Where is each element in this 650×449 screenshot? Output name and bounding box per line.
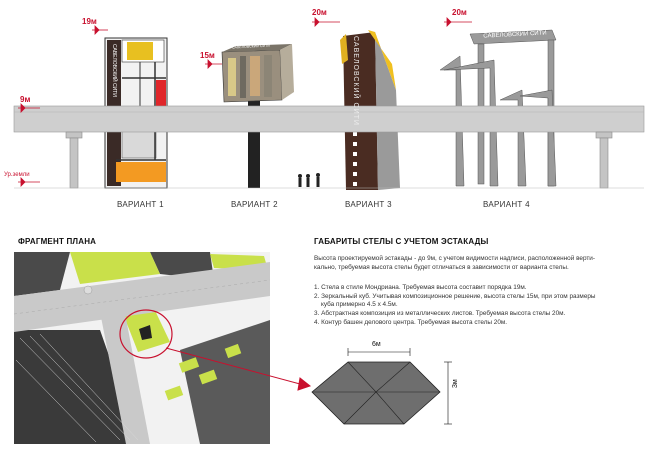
variant-caption-3: ВАРИАНТ 3 bbox=[345, 200, 392, 209]
height-label-20m-v4: 20м bbox=[452, 8, 467, 17]
overpass-piers bbox=[65, 131, 613, 189]
variant-3-sign-text: САВЕЛОВСКИЙ СИТИ bbox=[352, 36, 359, 126]
overpass-deck bbox=[13, 105, 645, 133]
list-item: 3. Абстрактная композиция из металлическ… bbox=[314, 310, 566, 317]
footprint-depth-label: 3м bbox=[452, 379, 459, 388]
variant-caption-2: ВАРИАНТ 2 bbox=[231, 200, 278, 209]
plan-pointer-arrow bbox=[165, 347, 312, 391]
variant-caption-1: ВАРИАНТ 1 bbox=[117, 200, 164, 209]
stele-footprint bbox=[311, 348, 452, 425]
variant-1-sign-text: САВЕЛОВСКИЙ СИТИ bbox=[111, 44, 117, 97]
list-item: 4. Контур башен делового центра. Требуем… bbox=[314, 319, 508, 326]
height-label-19m: 19м bbox=[82, 17, 97, 26]
footprint-width-label: 6м bbox=[372, 341, 381, 348]
list-item: куба примерно 4.5 х 4.5м. bbox=[321, 301, 398, 308]
people-silhouettes bbox=[298, 173, 320, 187]
intro-line-1: Высота проектируемой эстакады - до 9м, с… bbox=[314, 255, 595, 262]
info-title: ГАБАРИТЫ СТЕЛЫ С УЧЕТОМ ЭСТАКАДЫ bbox=[314, 237, 489, 246]
ground-level-label: Ур.земли bbox=[4, 172, 30, 178]
height-label-15m: 15м bbox=[200, 51, 215, 60]
height-label-9m: 9м bbox=[20, 95, 31, 104]
intro-line-2: кально, требуемая высота стелы будет отл… bbox=[314, 264, 569, 271]
list-item: 2. Зеркальный куб. Учитывая композиционн… bbox=[314, 293, 596, 300]
plan-fragment bbox=[13, 252, 271, 444]
variant-caption-4: ВАРИАНТ 4 bbox=[483, 200, 530, 209]
height-label-20m-v3: 20м bbox=[312, 8, 327, 17]
height-markers bbox=[18, 17, 472, 187]
plan-title: ФРАГМЕНТ ПЛАНА bbox=[18, 237, 97, 246]
list-item: 1. Стела в стиле Мондриана. Требуемая вы… bbox=[314, 284, 527, 291]
